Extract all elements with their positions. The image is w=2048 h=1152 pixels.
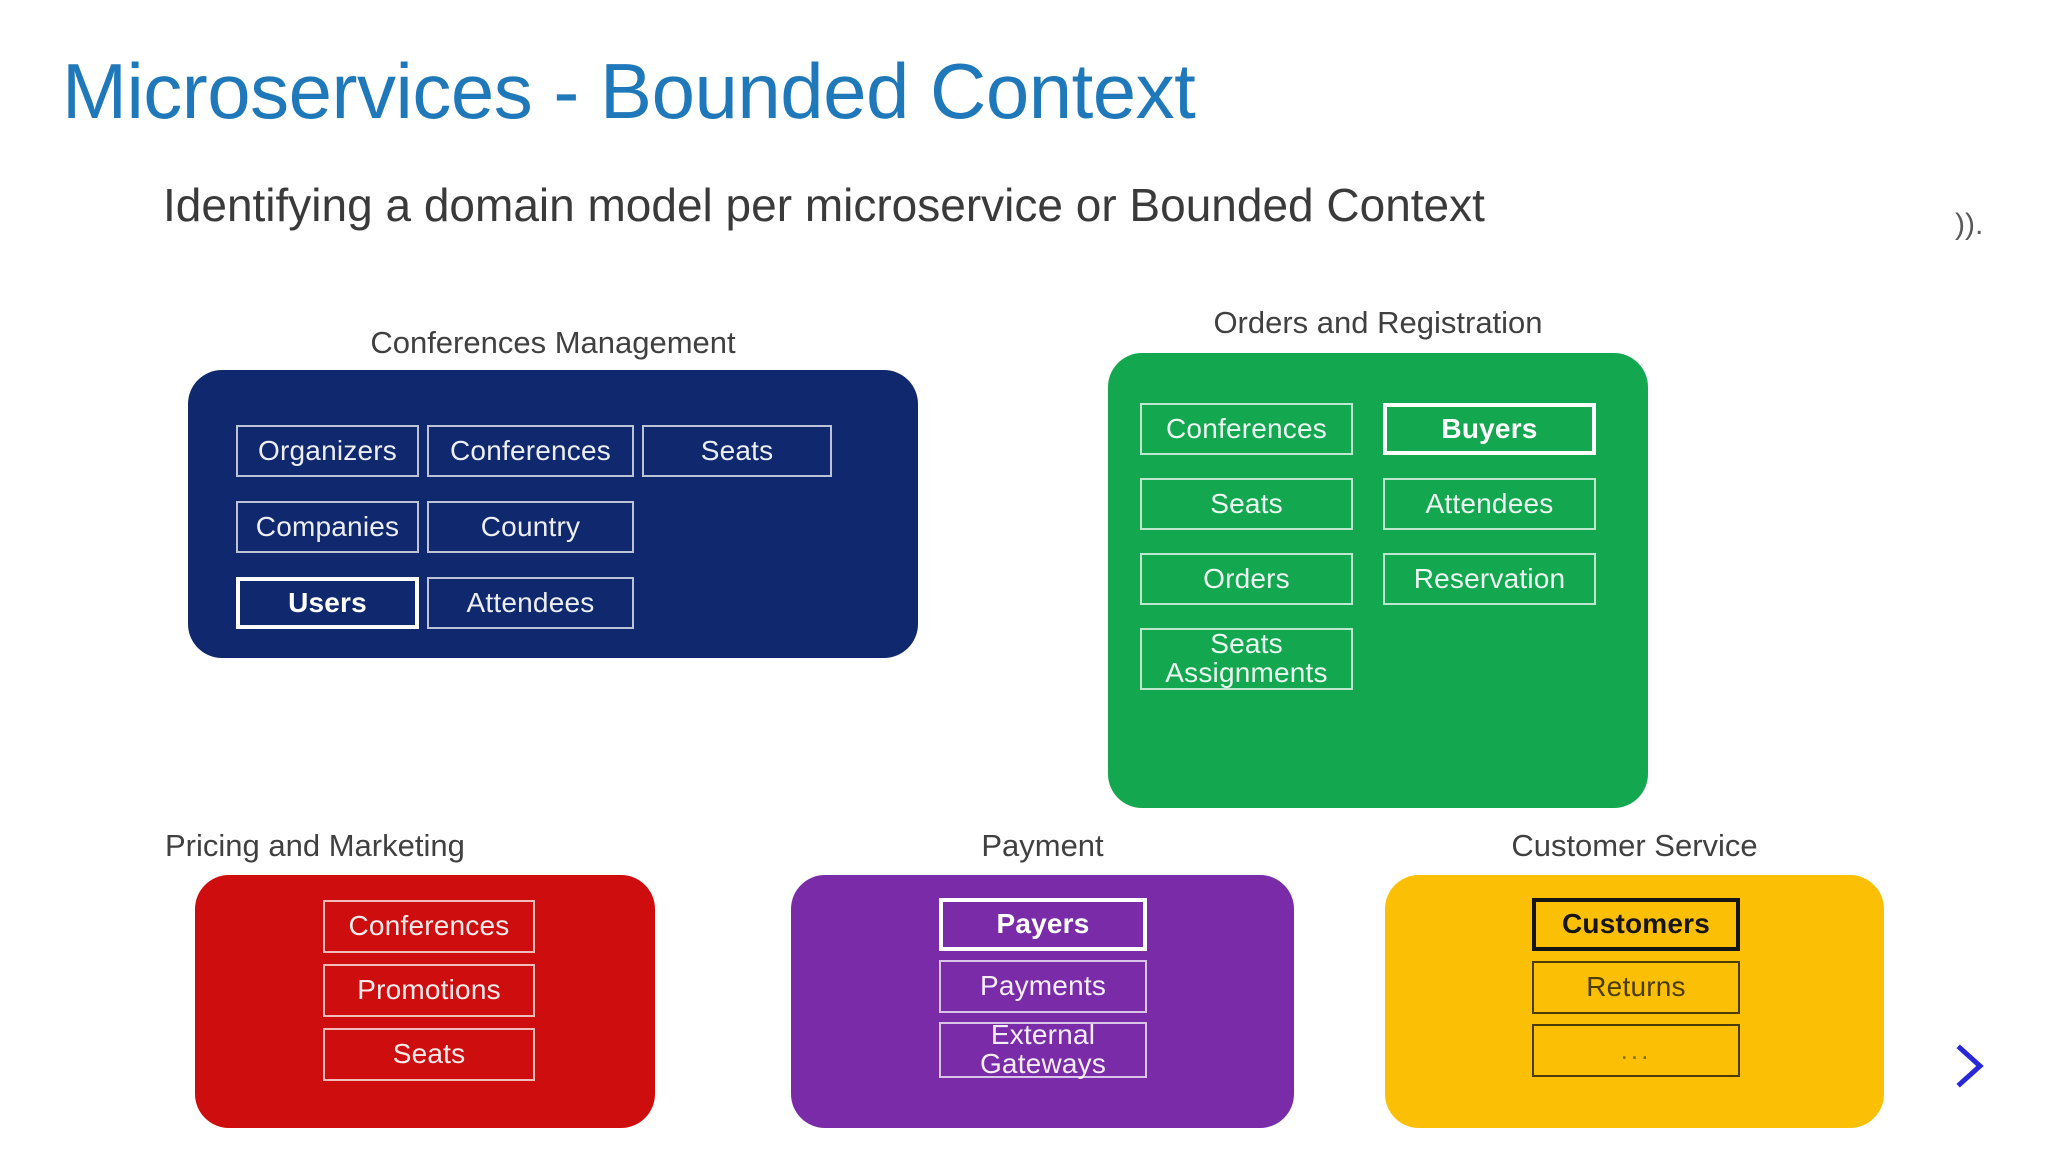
context-label-orders-registration: Orders and Registration [1213,305,1543,340]
entity-card-conferences[interactable]: Conferences [1140,403,1353,455]
entity-card-conferences[interactable]: Conferences [323,900,535,953]
entity-card-customers[interactable]: Customers [1532,898,1740,951]
grid-gap [419,577,427,629]
grid-gap [634,577,642,629]
entity-card-seats[interactable]: Seats [642,425,832,477]
entity-list-pricing-marketing: Conferences Promotions Seats [323,900,535,1081]
entity-card-external-gateways[interactable]: External Gateways [939,1021,1147,1078]
entity-card-more[interactable]: ... [1532,1024,1740,1077]
grid-gap [419,425,427,477]
entity-card-attendees[interactable]: Attendees [1383,478,1596,530]
page-title: Microservices - Bounded Context [62,47,1196,135]
entity-list-customer-service: Customers Returns ... [1532,898,1740,1077]
context-label-conferences-management: Conferences Management [370,325,736,360]
entity-card-conferences[interactable]: Conferences [427,425,634,477]
entity-card-seats-assignments[interactable]: Seats Assignments [1140,628,1353,690]
grid-gap [1353,478,1383,530]
grid-gap [1353,628,1383,680]
chevron-right-icon[interactable] [1948,1038,1992,1094]
context-box-orders-registration [1108,353,1648,808]
grid-gap [634,501,642,553]
entity-card-users[interactable]: Users [236,577,419,629]
context-box-customer-service [1385,875,1884,1128]
context-box-conferences-management [188,370,918,658]
context-box-payment [791,875,1294,1128]
entity-card-buyers[interactable]: Buyers [1383,403,1596,455]
context-box-pricing-marketing [195,875,655,1128]
entity-card-seats[interactable]: Seats [323,1028,535,1081]
context-label-pricing-marketing: Pricing and Marketing [165,828,465,863]
entity-slot-empty [642,501,832,553]
entity-slot-empty [1383,628,1596,680]
entity-card-returns[interactable]: Returns [1532,961,1740,1014]
entity-card-reservation[interactable]: Reservation [1383,553,1596,605]
entity-card-country[interactable]: Country [427,501,634,553]
entity-card-payments[interactable]: Payments [939,960,1147,1013]
entity-card-organizers[interactable]: Organizers [236,425,419,477]
context-label-payment: Payment [981,828,1104,863]
entity-card-attendees[interactable]: Attendees [427,577,634,629]
context-label-customer-service: Customer Service [1511,828,1758,863]
entity-card-promotions[interactable]: Promotions [323,964,535,1017]
entity-slot-empty [642,577,832,629]
entity-list-payment: Payers Payments External Gateways [939,898,1147,1078]
entity-card-companies[interactable]: Companies [236,501,419,553]
page-subtitle: Identifying a domain model per microserv… [163,179,1485,231]
stray-text-fragment: )). [1955,208,1984,241]
grid-gap [634,425,642,477]
grid-gap [1353,553,1383,605]
grid-gap [419,501,427,553]
entity-grid-conferences-management: Organizers Conferences Seats Companies C… [236,425,896,629]
grid-gap [1353,403,1383,455]
entity-grid-orders-registration: Conferences Buyers Seats Attendees Order… [1140,403,1618,690]
entity-card-seats[interactable]: Seats [1140,478,1353,530]
entity-card-orders[interactable]: Orders [1140,553,1353,605]
entity-card-payers[interactable]: Payers [939,898,1147,951]
